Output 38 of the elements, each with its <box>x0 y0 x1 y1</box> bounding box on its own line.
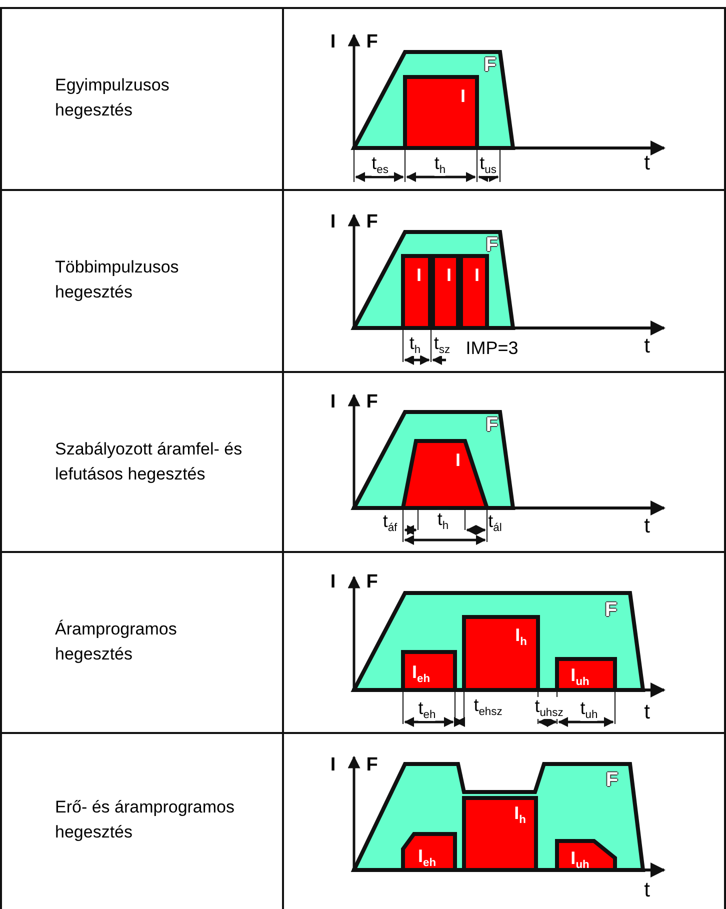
time-interval-label: t$_{uhsz}$ <box>534 696 564 720</box>
current-label: I$_{eh}$ <box>418 846 436 870</box>
axis-label: F <box>366 392 378 412</box>
current-label: I$_{h}$ <box>515 626 527 648</box>
axis-label: I <box>330 392 336 412</box>
axis-label: F <box>366 32 378 52</box>
current-label: I$_{uh}$ <box>570 848 590 872</box>
current-label: I <box>474 266 480 284</box>
force-label: F <box>484 55 496 75</box>
row-description: Egyimpulzusos hegesztés <box>55 74 170 121</box>
current-label: I$_{uh}$ <box>570 666 590 688</box>
row-description: Szabályozott áramfel- és lefutásos hegesztés <box>55 438 244 485</box>
time-axis-label: t <box>644 702 650 722</box>
axis-label: I <box>330 572 336 592</box>
axis-label: F <box>366 756 378 774</box>
time-interval-label: IMP=3 <box>466 339 518 357</box>
axis-label: I <box>330 756 336 774</box>
axis-label: F <box>366 572 378 592</box>
force-label: F <box>604 600 618 620</box>
current-label: I$_{h}$ <box>514 804 526 826</box>
axis-label: I <box>330 32 336 52</box>
time-axis-label: t <box>644 880 650 900</box>
current-label: I <box>456 451 460 469</box>
force-label: F <box>486 235 498 255</box>
force-label: F <box>606 770 618 790</box>
axis-label: F <box>366 212 378 232</box>
current-label: I <box>460 87 466 105</box>
row-description: Többimpulzusos hegesztés <box>55 256 180 303</box>
current-label: I <box>446 266 452 284</box>
time-axis-label: t <box>644 516 650 536</box>
force-label: F <box>486 415 498 435</box>
axis-label: I <box>330 212 336 232</box>
row-description: Erő- és áramprogramos hegesztés <box>55 796 236 843</box>
current-label: I <box>416 266 422 284</box>
current-label: I$_{eh}$ <box>412 662 430 686</box>
row-description: Áramprogramos hegesztés <box>55 618 178 665</box>
time-axis-label: t <box>644 336 650 356</box>
time-axis-label: t <box>644 152 650 174</box>
